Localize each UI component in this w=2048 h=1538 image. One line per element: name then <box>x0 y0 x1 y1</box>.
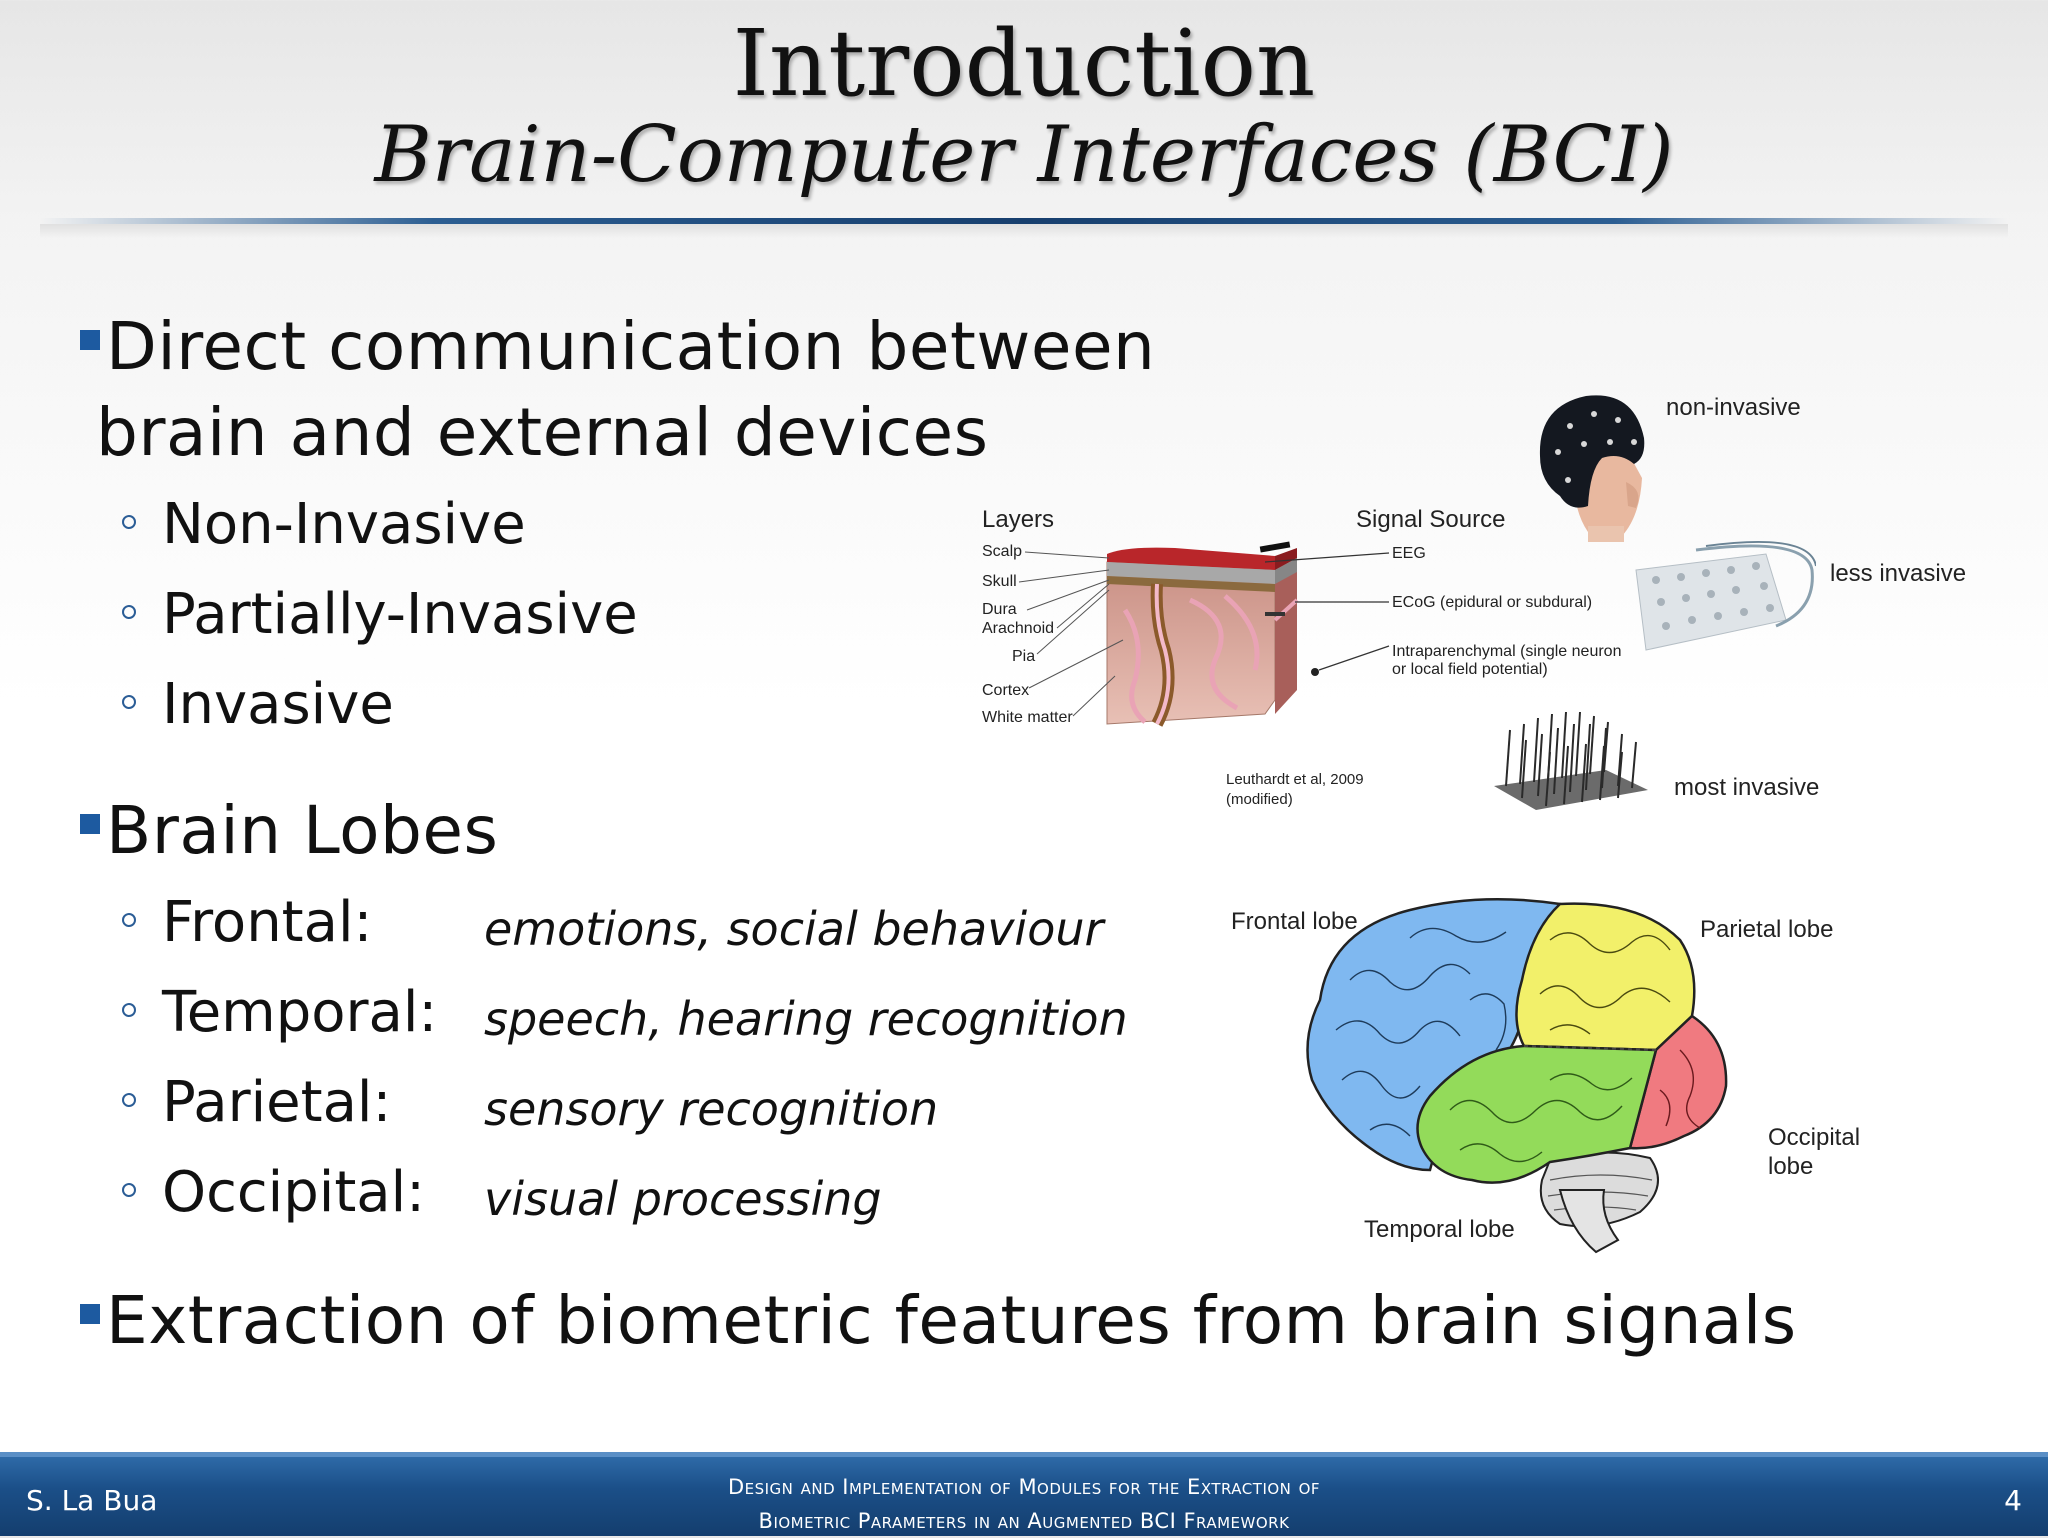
signal-label: Intraparenchymal (single neuron <box>1392 643 1622 660</box>
bullet-square-icon <box>80 814 100 834</box>
citation-note: (modified) <box>1226 791 1293 808</box>
slide-subtitle: Brain-Computer Interfaces (BCI) <box>374 110 1674 200</box>
bullet-brain-lobes: Brain Lobes <box>80 792 498 869</box>
lobe-name: Occipital: <box>162 1160 426 1225</box>
citation: Leuthardt et al, 2009 <box>1226 771 1364 788</box>
footer-page-number: 4 <box>2004 1484 2022 1517</box>
footer-bar <box>0 1452 2048 1536</box>
sub-bullet-circle-icon <box>122 1092 136 1107</box>
bullet-direct-communication-cont: brain and external devices <box>96 394 989 471</box>
sub-bullet-circle-icon <box>122 604 136 619</box>
label-occipital-lobe: Occipital <box>1768 1124 1861 1151</box>
layer-label: Dura <box>982 601 1017 618</box>
lobe-name: Frontal: <box>162 890 373 955</box>
bullet-square-icon <box>80 1304 100 1324</box>
footer-title-line: Biometric Parameters in an Augmented BCI… <box>758 1509 1290 1533</box>
layer-label: Skull <box>982 573 1017 590</box>
bci-layers-diagram <box>1018 541 1390 727</box>
sub-bullet-circle-icon <box>122 514 136 529</box>
tag-non-invasive: non-invasive <box>1666 394 1801 421</box>
sub-bullet-text: Partially-Invasive <box>162 582 638 647</box>
lobe-desc-parietal: sensory recognition <box>484 1082 939 1136</box>
footer-title-line: Design and Implementation of Modules for… <box>727 1475 1321 1499</box>
tag-most-invasive: most invasive <box>1674 774 1820 801</box>
layer-label: Cortex <box>982 682 1030 699</box>
layer-label: Pia <box>1012 648 1036 665</box>
sub-bullet-occipital: Occipital: <box>122 1160 425 1225</box>
slide-title: Introduction <box>732 10 1316 117</box>
layer-label: White matter <box>982 709 1073 726</box>
label-temporal-lobe: Temporal lobe <box>1364 1216 1515 1243</box>
label-parietal-lobe: Parietal lobe <box>1700 916 1834 943</box>
sub-bullet-parietal: Parietal: <box>122 1070 391 1135</box>
bullet-direct-communication: Direct communication between <box>80 308 1155 385</box>
lobe-desc-occipital: visual processing <box>484 1172 882 1226</box>
lobe-desc-temporal: speech, hearing recognition <box>484 992 1128 1046</box>
sub-bullet-text: Non-Invasive <box>162 492 526 557</box>
ecog-electrode-grid-image <box>1635 541 1816 651</box>
sub-bullet-frontal: Frontal: <box>122 890 372 955</box>
sub-bullet-partially-invasive: Partially-Invasive <box>122 582 638 647</box>
title-divider <box>40 218 2008 224</box>
layer-label: Scalp <box>982 543 1023 560</box>
microelectrode-array-image <box>1494 711 1648 810</box>
layers-title: Layers <box>982 506 1055 533</box>
lobe-desc-frontal: emotions, social behaviour <box>484 902 1104 956</box>
brain-lobes-diagram <box>1306 897 1728 1254</box>
signal-label: or local field potential) <box>1392 661 1548 678</box>
sub-bullet-text: Invasive <box>162 672 394 737</box>
sub-bullet-circle-icon <box>122 912 136 927</box>
sub-bullet-circle-icon <box>122 1182 136 1197</box>
footer-author: S. La Bua <box>26 1484 158 1517</box>
sub-bullet-invasive: Invasive <box>122 672 394 737</box>
bullet-text: Brain Lobes <box>106 792 499 869</box>
footer-presentation-title: Design and Implementation of Modules for… <box>624 1470 1424 1538</box>
sub-bullet-non-invasive: Non-Invasive <box>122 492 526 557</box>
label-occipital-lobe-cont: lobe <box>1768 1153 1814 1180</box>
sub-bullet-circle-icon <box>122 694 136 709</box>
eeg-cap-head-image <box>1539 395 1645 542</box>
signal-source-title: Signal Source <box>1356 506 1506 533</box>
signal-label: ECoG (epidural or subdural) <box>1392 594 1593 611</box>
lobe-name: Parietal: <box>162 1070 392 1135</box>
bullet-square-icon <box>80 330 100 350</box>
label-frontal-lobe: Frontal lobe <box>1231 908 1358 935</box>
title-divider-shadow <box>40 224 2008 238</box>
tag-less-invasive: less invasive <box>1830 560 1967 587</box>
bullet-text: Direct communication between <box>106 308 1156 385</box>
lobe-name: Temporal: <box>162 980 438 1045</box>
bullet-text: Extraction of biometric features from br… <box>106 1282 1797 1359</box>
bullet-biometric-extraction: Extraction of biometric features from br… <box>80 1282 1797 1359</box>
sub-bullet-temporal: Temporal: <box>122 980 437 1045</box>
sub-bullet-circle-icon <box>122 1002 136 1017</box>
signal-label: EEG <box>1392 545 1426 562</box>
layer-label: Arachnoid <box>982 620 1055 637</box>
